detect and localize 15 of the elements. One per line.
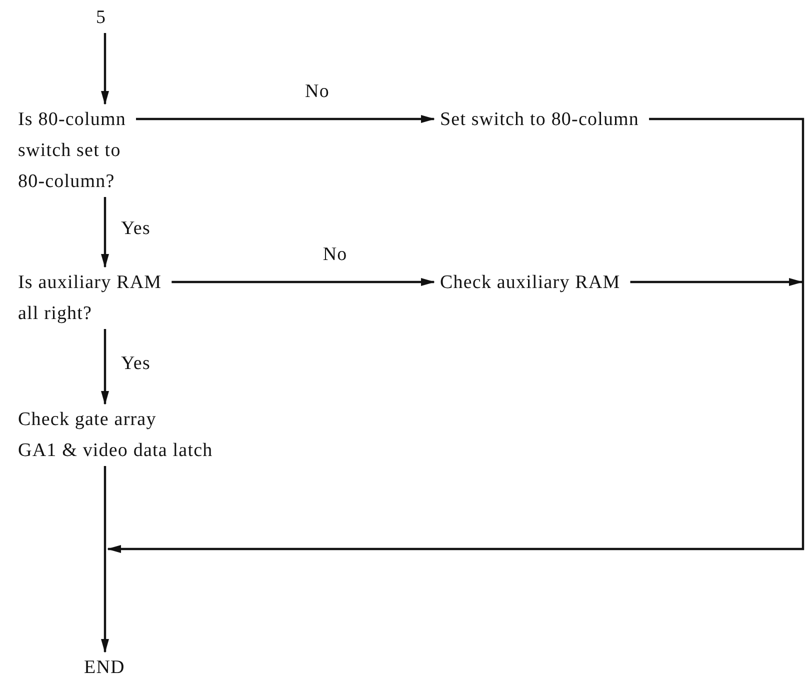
arrow — [101, 466, 109, 653]
step-text: Check auxiliary RAM — [440, 271, 622, 295]
step-text: Set switch to 80-column — [440, 108, 640, 132]
step-text: Is auxiliary RAM all right? — [18, 271, 163, 326]
end-text: END — [84, 656, 126, 680]
step-text: Check gate array GA1 & video data latch — [18, 408, 214, 463]
step-number: 5 — [96, 6, 108, 30]
arrow — [172, 278, 435, 286]
arrow — [101, 33, 109, 105]
arrow — [101, 329, 109, 405]
step-text: Is 80-column switch set to 80-column? — [18, 108, 127, 194]
arrow — [630, 278, 803, 286]
arrow — [101, 197, 109, 268]
arrow — [136, 115, 435, 123]
arrow — [107, 118, 804, 553]
